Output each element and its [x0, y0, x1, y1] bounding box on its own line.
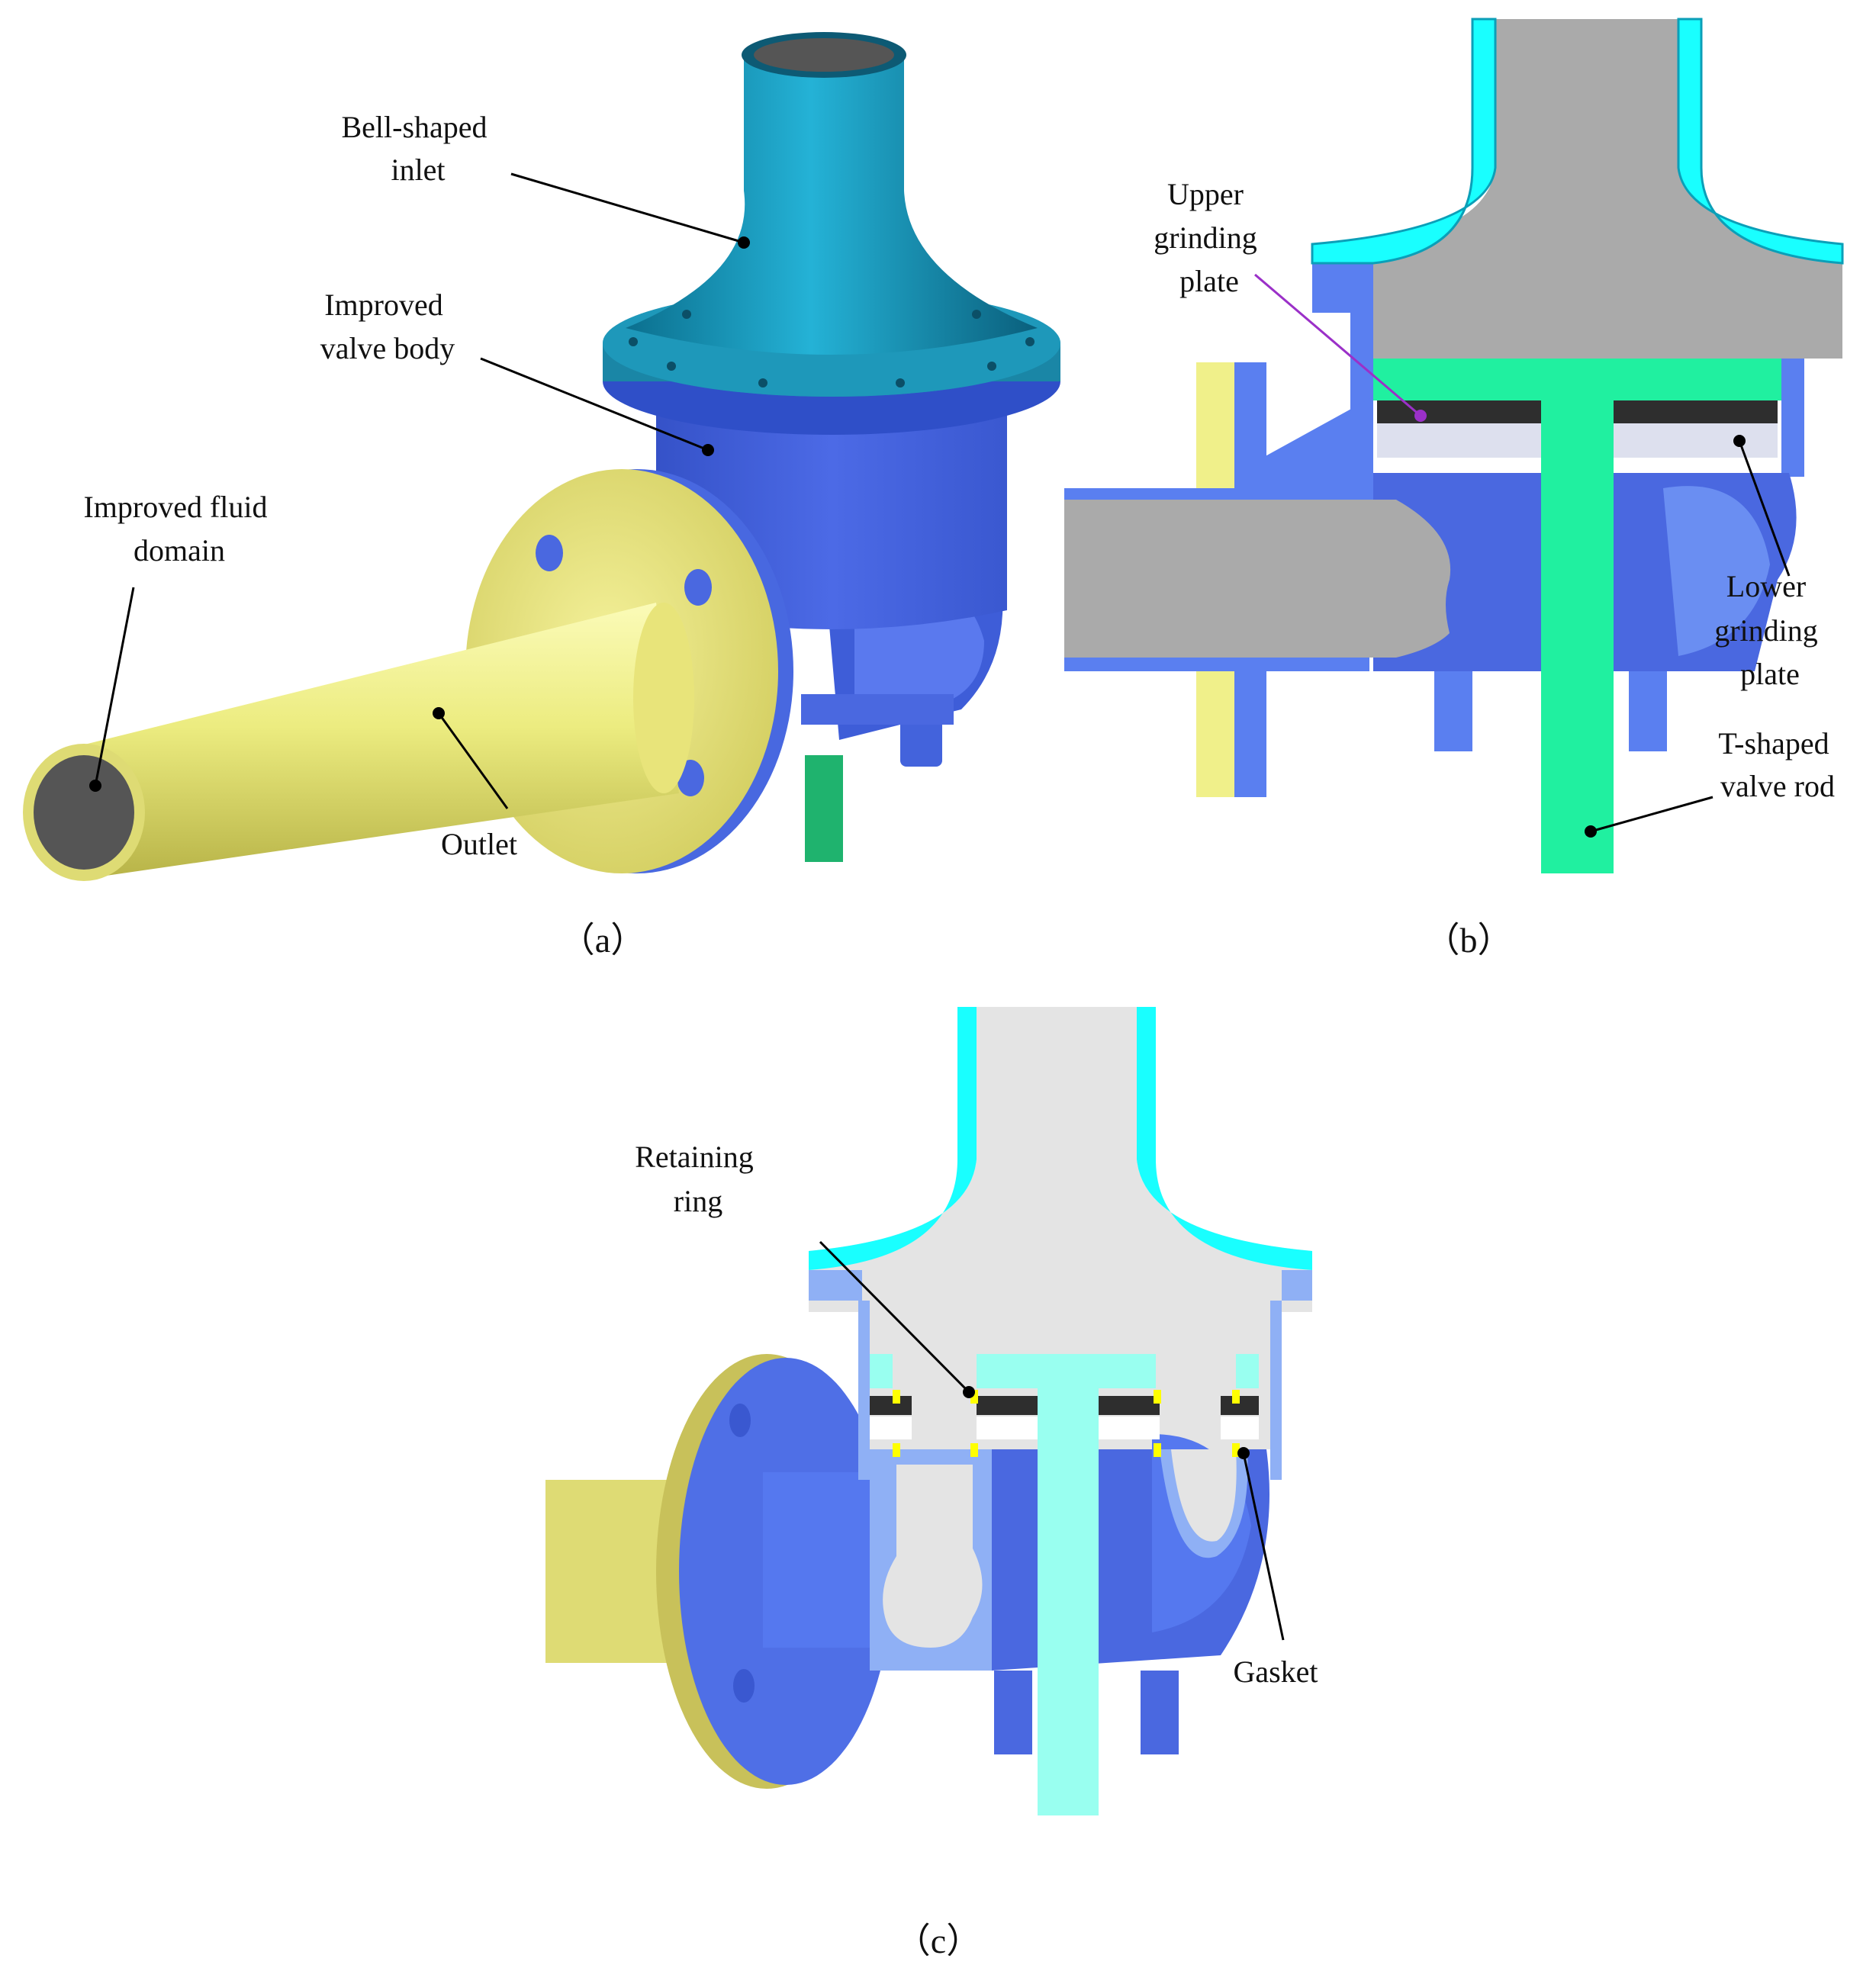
leader-dot-valve-body [702, 444, 714, 456]
leader-dot-retaining-ring [963, 1386, 975, 1398]
leader-dot-upper-plate [1414, 410, 1427, 422]
upper-grinding-plates-c [870, 1396, 1259, 1415]
valve-rod-head-c [977, 1354, 1156, 1388]
drain-stub-left-c [994, 1671, 1032, 1754]
leader-valve-body [480, 357, 709, 452]
bell-shaped-inlet [626, 57, 1038, 355]
lower-grinding-plate-right [1614, 423, 1778, 458]
outlet-neck-section [1263, 397, 1373, 503]
label-valve-rod: T-shaped valve rod [1718, 726, 1836, 803]
leader-dot-lower-plate [1733, 435, 1746, 447]
upper-grinding-plate-right [1614, 400, 1778, 423]
bell-wall-left-c [809, 1007, 977, 1270]
label-fluid-domain: Improved fluid domain [83, 490, 275, 568]
outlet-pipe-end [633, 603, 694, 793]
drain-stub-right-c [1141, 1671, 1179, 1754]
label-valve-body: Improved valve body [320, 288, 455, 365]
leader-dot-valve-rod [1585, 825, 1597, 838]
housing-right-wall-c [1270, 1301, 1282, 1480]
lower-grinding-plates-c [870, 1417, 1259, 1439]
leader-lower-plate [1738, 440, 1791, 577]
drain-stub-green [805, 755, 843, 862]
caption-a: （a） [560, 921, 645, 960]
valve-rod-shaft [1541, 400, 1614, 873]
label-retaining-ring: Retaining ring [635, 1140, 761, 1218]
leader-outlet [437, 712, 509, 809]
valve-section-view [1064, 18, 1844, 873]
leader-valve-rod [1590, 796, 1713, 833]
label-gasket: Gasket [1233, 1655, 1318, 1689]
upper-grinding-plate-left [1377, 400, 1541, 423]
panel-b: Upper grinding plate Lower grinding plat… [1064, 18, 1844, 960]
drain-stub-blue [900, 713, 942, 767]
panel-a: Bell-shaped inlet Improved valve body Im… [23, 32, 1060, 960]
leader-gasket [1242, 1452, 1285, 1641]
leader-upper-plate [1254, 273, 1421, 417]
bell-wall-right [1677, 18, 1844, 265]
rod-head-right-ear [1236, 1354, 1259, 1388]
rod-head-left-ear [870, 1354, 893, 1388]
leader-dot-fluid-domain [89, 780, 101, 792]
leader-bell-inlet [510, 172, 745, 244]
lower-grinding-plate-left [1377, 423, 1541, 458]
leader-fluid-domain [94, 587, 135, 786]
fluid-domain-section [34, 755, 134, 870]
leader-dot-bell-inlet [738, 236, 750, 249]
valve-rod-head [1373, 359, 1781, 400]
caption-b: （b） [1425, 921, 1513, 960]
top-flange-right-c [1282, 1270, 1312, 1301]
inlet-fluid-section [1373, 19, 1842, 359]
drain-stub-right [1629, 671, 1667, 751]
base-plate [801, 694, 954, 725]
leader-dot-gasket [1237, 1447, 1250, 1459]
label-outlet: Outlet [441, 827, 517, 861]
flange-bolts [629, 310, 1035, 388]
label-lower-plate: Lower grinding plate [1714, 569, 1826, 691]
outlet-flange-holes-c [729, 1404, 755, 1703]
label-bell-inlet: Bell-shaped inlet [341, 110, 494, 187]
valve-rod-shaft-c [1038, 1388, 1099, 1815]
bell-wall-left [1311, 18, 1497, 265]
inlet-opening [754, 38, 894, 72]
outlet-pipe [72, 603, 679, 877]
retaining-rings [893, 1390, 1240, 1457]
leader-dot-outlet [433, 707, 445, 719]
inlet-fluid-c [809, 1007, 1312, 1449]
valve-cutaway-view [545, 1007, 1312, 1815]
drain-stub-left [1434, 671, 1472, 751]
panel-c: Retaining ring Gasket （c） [545, 1007, 1318, 1960]
label-upper-plate: Upper grinding plate [1154, 177, 1265, 298]
caption-c: （c） [896, 1922, 981, 1960]
housing-left-wall-c [858, 1301, 870, 1480]
leader-retaining-ring [819, 1240, 970, 1394]
elbow-section [1663, 486, 1770, 656]
outlet-fluid-section [1064, 500, 1451, 658]
left-chamber-fluid [883, 1465, 983, 1648]
bell-wall-right-c [1137, 1007, 1312, 1270]
right-cup-fluid [1171, 1449, 1237, 1542]
valve-3d-model [23, 32, 1060, 881]
